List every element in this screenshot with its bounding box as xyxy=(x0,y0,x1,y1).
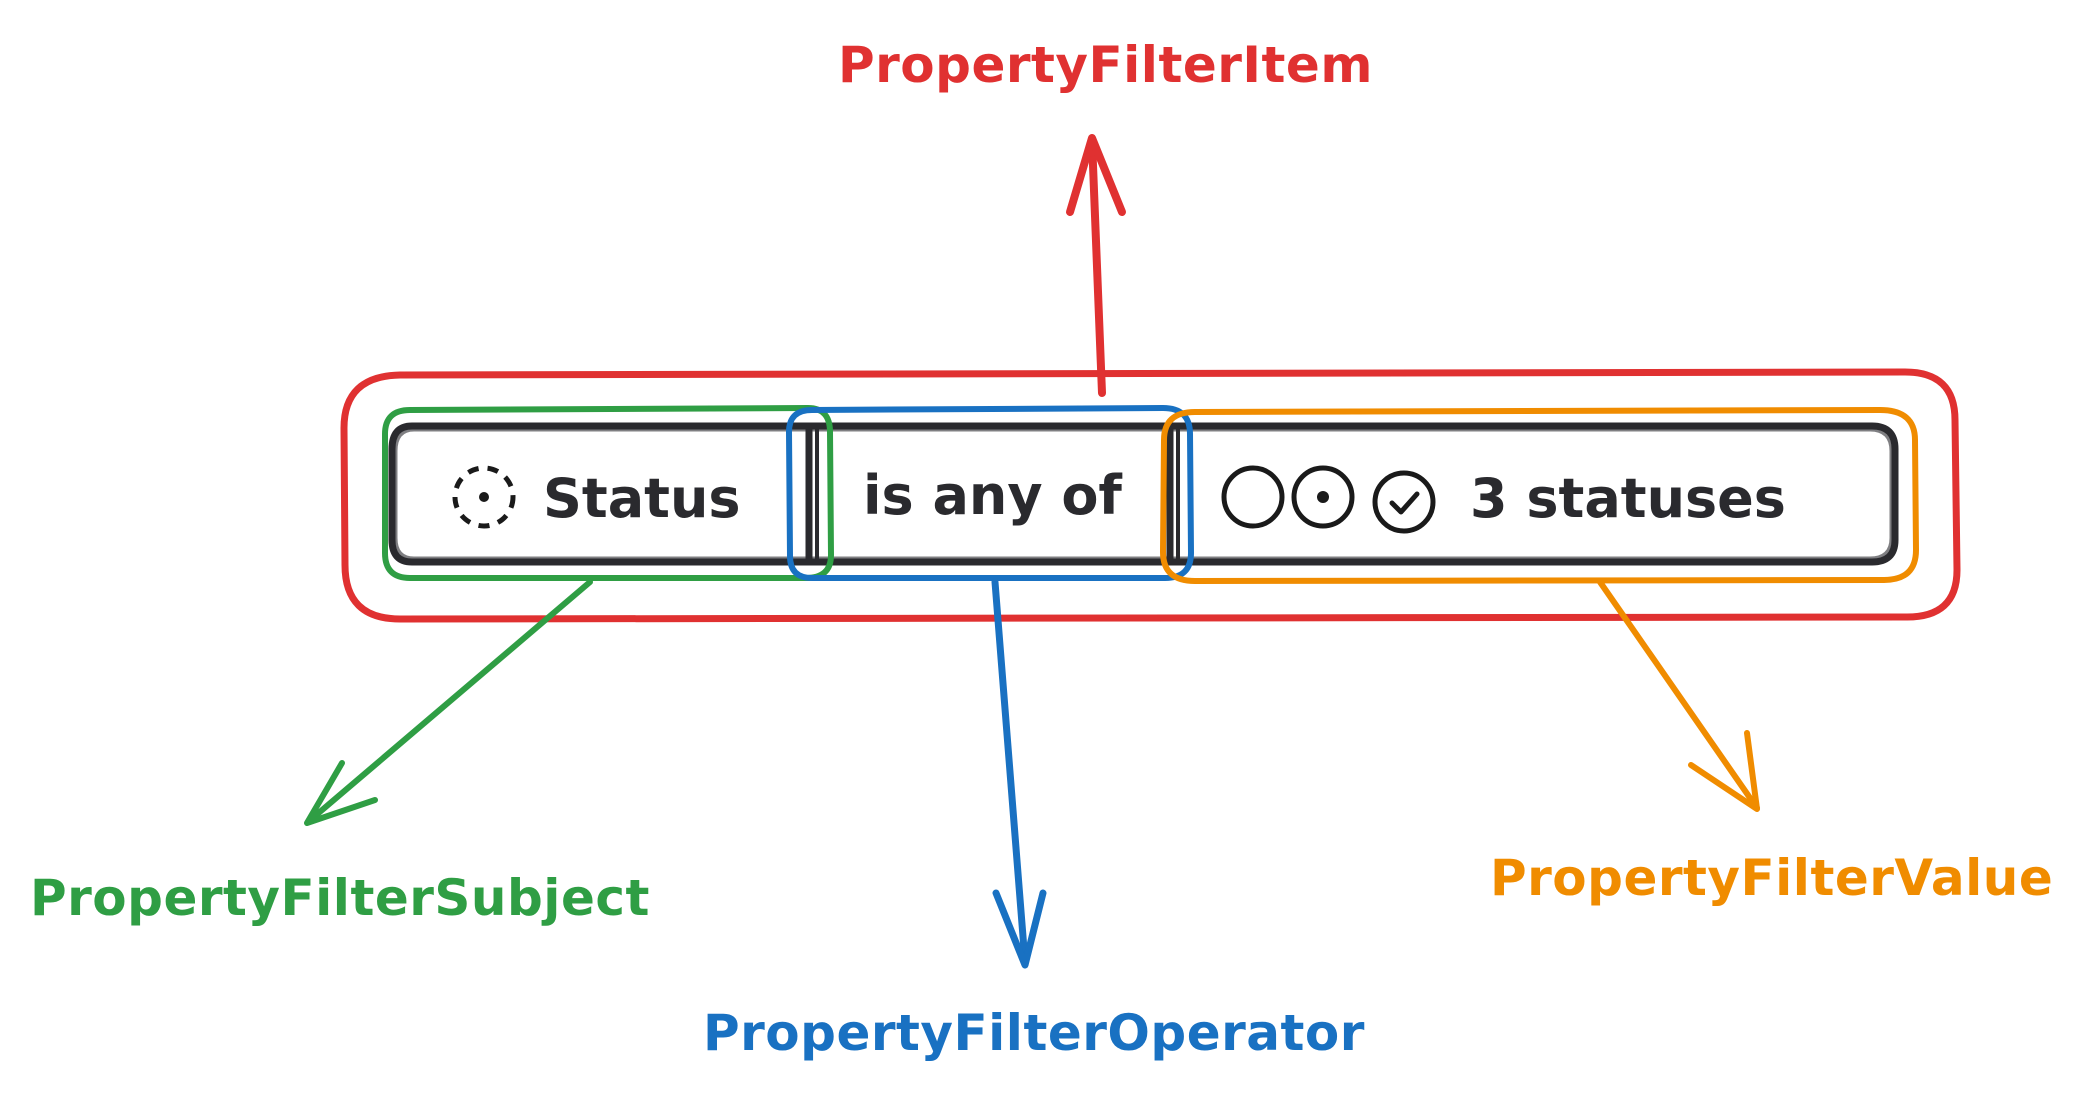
operator-outline xyxy=(786,405,1194,581)
value-segment[interactable]: 3 statuses xyxy=(1221,465,1786,534)
value-arrow xyxy=(1597,579,1760,812)
circle-check-icon xyxy=(1372,470,1436,534)
pill-border-inner xyxy=(394,428,1893,560)
value-label: 3 statuses xyxy=(1470,467,1786,530)
circle-dot-icon xyxy=(1291,465,1355,529)
item-arrow xyxy=(1066,134,1126,397)
filter-pill[interactable]: Status is any of 3 statuses xyxy=(388,422,1899,566)
subject-arrow xyxy=(304,579,593,826)
pill-border xyxy=(388,422,1899,566)
empty-circle-icon xyxy=(1221,465,1285,529)
subject-annotation-label: PropertyFilterSubject xyxy=(30,869,650,927)
subject-label: Status xyxy=(543,467,741,530)
subject-segment[interactable]: Status xyxy=(452,465,741,530)
value-annotation-label: PropertyFilterValue xyxy=(1490,849,2053,907)
operator-arrow xyxy=(991,578,1047,969)
operator-segment[interactable]: is any of xyxy=(863,464,1122,527)
operator-annotation-label: PropertyFilterOperator xyxy=(703,1004,1365,1062)
item-label: PropertyFilterItem xyxy=(838,36,1373,94)
operator-label: is any of xyxy=(863,464,1122,527)
value-outline xyxy=(1160,407,1919,584)
item-outline xyxy=(340,368,1961,623)
dashed-circle-dot-icon xyxy=(452,465,516,529)
